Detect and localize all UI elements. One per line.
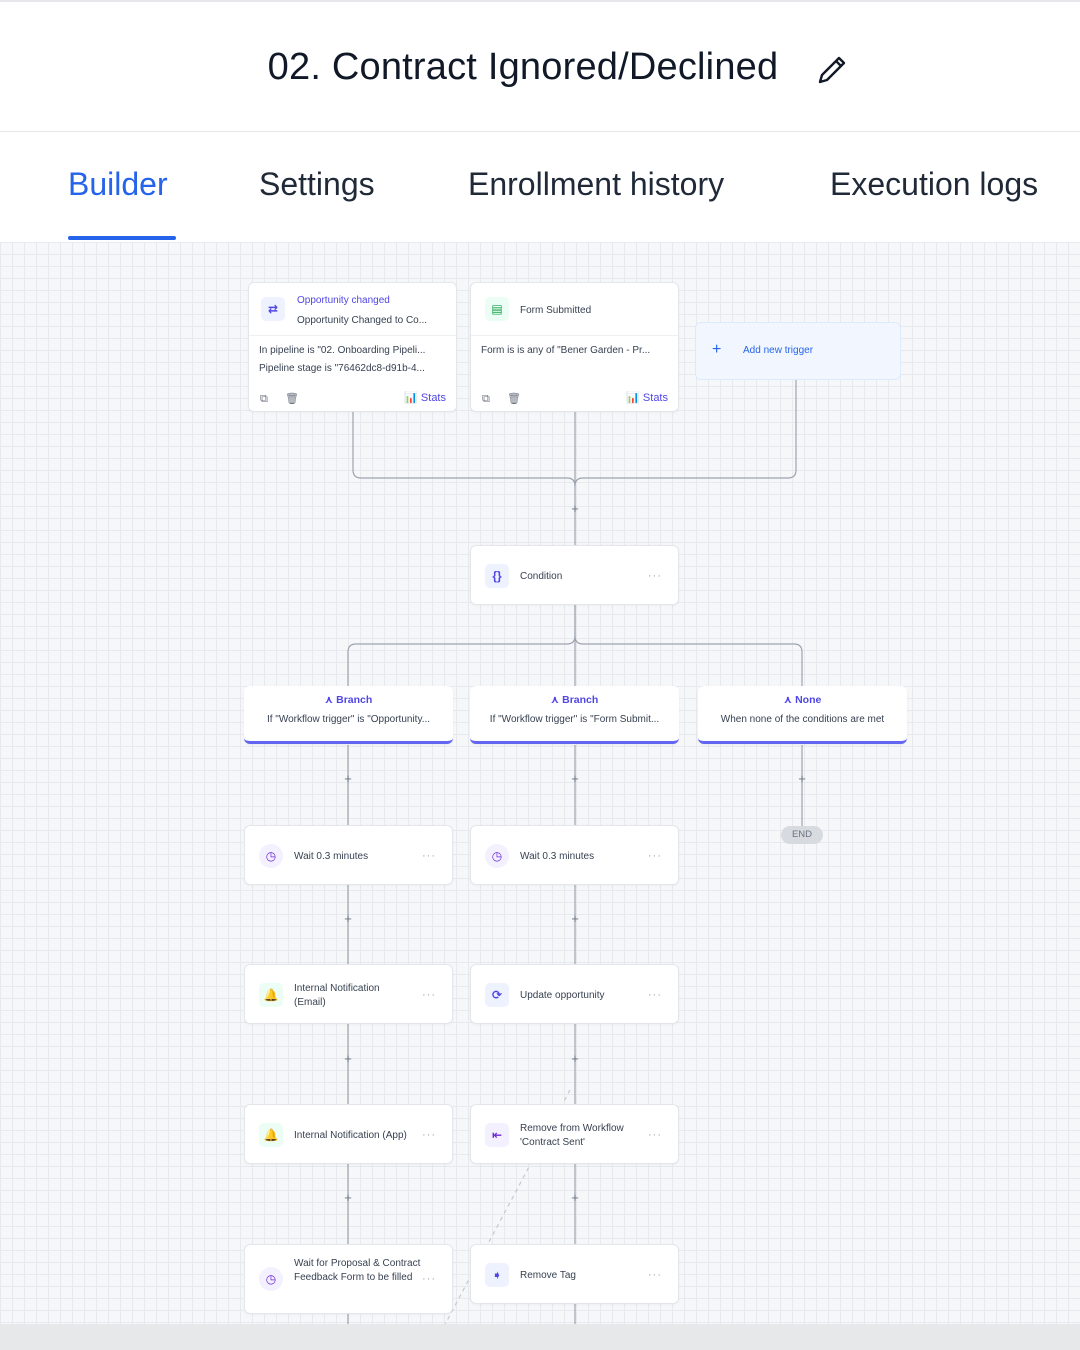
branch-icon: ⋏ Branch (324, 694, 373, 706)
tag-icon: ➧ (485, 1263, 509, 1287)
trigger-filter-1: In pipeline is "02. Onboarding Pipeli... (259, 345, 426, 356)
action-label: Internal Notification (App) (294, 1130, 407, 1141)
add-step-plus[interactable]: + (571, 911, 579, 926)
more-options-icon[interactable]: ··· (648, 1269, 662, 1281)
branch-node-opportunity[interactable]: ⋏ Branch If "Workflow trigger" is "Oppor… (244, 686, 453, 744)
copy-icon[interactable]: ⧉ (482, 393, 490, 405)
header-bar: 02. Contract Ignored/Declined (0, 0, 1080, 132)
add-step-plus[interactable]: + (571, 1051, 579, 1066)
action-node-wait[interactable]: ◷ Wait 0.3 minutes ··· (470, 825, 679, 885)
tab-settings[interactable]: Settings (259, 166, 375, 202)
action-node-internal-notification-app[interactable]: 🔔 Internal Notification (App) ··· (244, 1104, 453, 1164)
divider (249, 335, 456, 336)
bottom-scroll-area (0, 1324, 1080, 1350)
braces-icon: {} (485, 564, 509, 588)
tab-builder[interactable]: Builder (68, 166, 168, 202)
branch-condition: If "Workflow trigger" is "Form Submit... (489, 714, 660, 725)
add-step-plus[interactable]: + (344, 1051, 352, 1066)
bell-icon: 🔔 (259, 983, 283, 1007)
trigger-filter-1: Form is is any of "Bener Garden - Pr... (481, 345, 651, 356)
add-step-plus[interactable]: + (571, 501, 579, 516)
chart-icon: 📊 (626, 392, 643, 404)
action-node-internal-notification-email[interactable]: 🔔 Internal Notification (Email) ··· (244, 964, 453, 1024)
clock-icon: ◷ (485, 844, 509, 868)
update-icon: ⟳ (485, 983, 509, 1007)
more-options-icon[interactable]: ··· (422, 850, 436, 862)
branch-icon: ⋏ None (783, 694, 822, 706)
condition-label: Condition (520, 571, 563, 582)
chart-icon: 📊 (404, 392, 421, 404)
more-options-icon[interactable]: ··· (422, 1273, 436, 1285)
clock-icon: ◷ (259, 1267, 283, 1291)
stats-button[interactable]: 📊 Stats (404, 392, 446, 404)
page-title: 02. Contract Ignored/Declined (267, 46, 779, 88)
action-node-wait-for-form[interactable]: ◷ Wait for Proposal & Contract Feedback … (244, 1244, 453, 1314)
action-label: Remove from Workflow 'Contract Sent' (520, 1123, 624, 1148)
tab-enrollment-history[interactable]: Enrollment history (468, 166, 725, 202)
arrows-icon: ⇄ (261, 297, 285, 321)
trigger-filter-2: Pipeline stage is "76462dc8-d91b-4... (259, 363, 425, 374)
form-icon: ▤ (485, 297, 509, 321)
action-label: Update opportunity (520, 990, 605, 1001)
action-node-remove-tag[interactable]: ➧ Remove Tag ··· (470, 1244, 679, 1304)
trash-icon[interactable]: 🗑 (507, 393, 521, 405)
action-label: Wait 0.3 minutes (520, 851, 595, 862)
action-label: Wait 0.3 minutes (294, 851, 369, 862)
add-step-plus[interactable]: + (344, 1190, 352, 1205)
more-options-icon[interactable]: ··· (422, 989, 436, 1001)
add-step-plus[interactable]: + (571, 771, 579, 786)
tab-bar: Builder Settings Enrollment history Exec… (0, 132, 1080, 242)
copy-icon[interactable]: ⧉ (260, 393, 268, 405)
clock-icon: ◷ (259, 844, 283, 868)
add-new-trigger-button[interactable]: + Add new trigger (695, 322, 901, 380)
branch-node-none[interactable]: ⋏ None When none of the conditions are m… (698, 686, 907, 744)
branch-condition: If "Workflow trigger" is "Opportunity... (266, 714, 431, 725)
trigger-subtitle: Opportunity Changed to Co... (297, 315, 428, 326)
condition-node[interactable]: {} Condition ··· (470, 545, 679, 605)
active-tab-indicator (68, 236, 176, 240)
tab-execution-logs[interactable]: Execution logs (830, 166, 1039, 202)
action-label: Remove Tag (520, 1270, 576, 1281)
trigger-title: Opportunity changed (297, 295, 390, 306)
trigger-title: Form Submitted (520, 305, 592, 316)
action-node-wait[interactable]: ◷ Wait 0.3 minutes ··· (244, 825, 453, 885)
end-badge: END (781, 826, 823, 844)
more-options-icon[interactable]: ··· (648, 850, 662, 862)
add-step-plus[interactable]: + (571, 1190, 579, 1205)
edit-pencil-icon[interactable] (812, 50, 852, 90)
add-step-plus[interactable]: + (344, 911, 352, 926)
action-label: Wait for Proposal & Contract Feedback Fo… (294, 1258, 421, 1283)
more-options-icon[interactable]: ··· (422, 1129, 436, 1141)
action-node-remove-from-workflow[interactable]: ⇤ Remove from Workflow 'Contract Sent' ·… (470, 1104, 679, 1164)
add-step-plus[interactable]: + (344, 771, 352, 786)
action-node-update-opportunity[interactable]: ⟳ Update opportunity ··· (470, 964, 679, 1024)
trigger-card-form-submitted[interactable]: ▤ Form Submitted Form is is any of "Bene… (470, 282, 679, 412)
branch-node-form[interactable]: ⋏ Branch If "Workflow trigger" is "Form … (470, 686, 679, 744)
more-options-icon[interactable]: ··· (648, 989, 662, 1001)
trash-icon[interactable]: 🗑 (285, 393, 299, 405)
divider (471, 335, 678, 336)
more-options-icon[interactable]: ··· (648, 570, 662, 582)
branch-condition: When none of the conditions are met (720, 714, 885, 725)
workflow-canvas[interactable]: ⇄ Opportunity changed Opportunity Change… (0, 242, 1080, 1324)
add-step-plus[interactable]: + (798, 771, 806, 786)
bell-icon: 🔔 (259, 1123, 283, 1147)
stats-button[interactable]: 📊 Stats (626, 392, 668, 404)
more-options-icon[interactable]: ··· (648, 1129, 662, 1141)
branch-icon: ⋏ Branch (550, 694, 599, 706)
add-trigger-label: Add new trigger (743, 345, 814, 356)
remove-workflow-icon: ⇤ (485, 1123, 509, 1147)
action-label: Internal Notification (Email) (294, 983, 380, 1008)
plus-icon: + (712, 341, 722, 358)
connector-lines (347, 380, 803, 1324)
trigger-card-opportunity-changed[interactable]: ⇄ Opportunity changed Opportunity Change… (248, 282, 457, 412)
